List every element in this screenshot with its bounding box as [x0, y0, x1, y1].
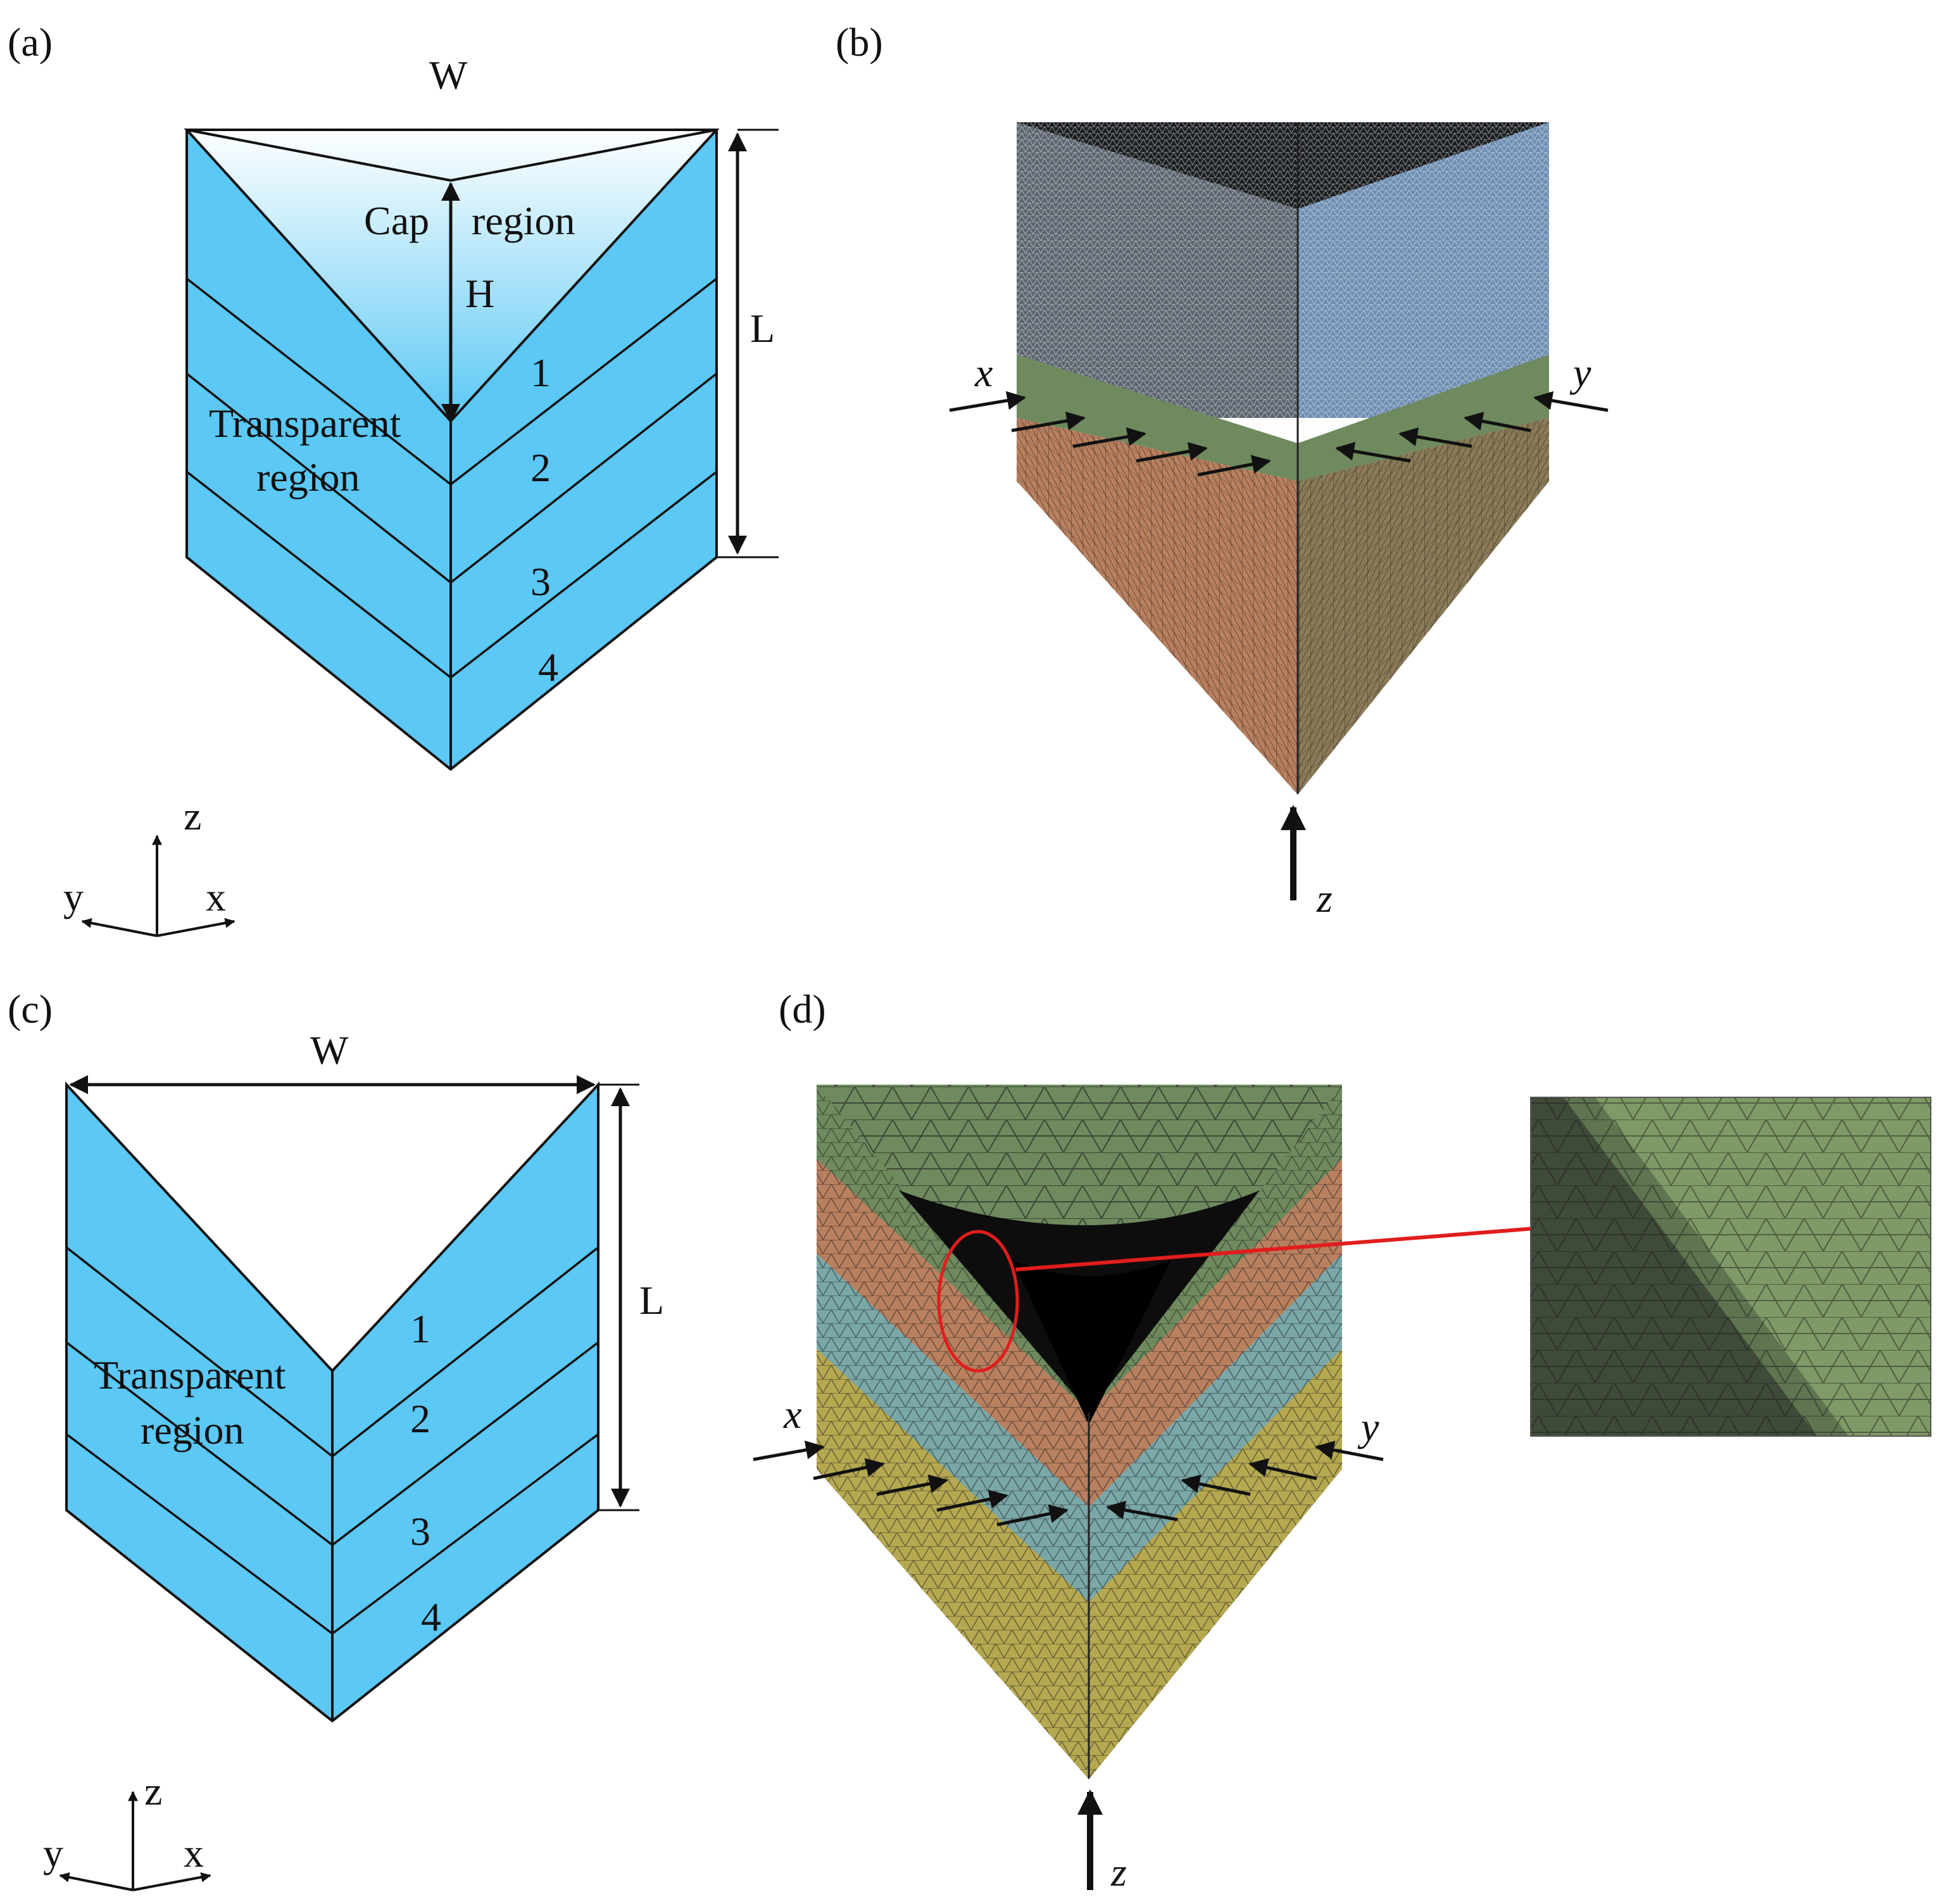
panel-c-layer-2: 2 — [410, 1396, 430, 1441]
panel-d-highlight-ellipse — [937, 1230, 1019, 1373]
panel-a-cap-label-2: region — [472, 198, 575, 243]
panel-a-width-label: W — [429, 53, 468, 98]
panel-b-y-label: y — [1569, 350, 1591, 395]
panel-a-layer-lines — [185, 277, 718, 679]
panel-c-region-label-1: Transparent — [94, 1352, 286, 1397]
panel-a-layer-1: 1 — [530, 350, 551, 395]
panel-c-layer-3: 3 — [410, 1509, 430, 1554]
panel-c-region-label-2: region — [141, 1408, 244, 1453]
panel-c-width-label: W — [310, 1028, 349, 1073]
panel-a-region-label-2: region — [256, 455, 360, 500]
panel-b-mesh — [1017, 122, 1549, 795]
panel-c-layer-4: 4 — [421, 1594, 441, 1639]
panel-c-axis-x: x — [184, 1831, 204, 1876]
panel-b: (b) — [836, 20, 1609, 921]
panel-a-layer-3: 3 — [530, 559, 551, 604]
panel-a-layer-2: 2 — [530, 445, 551, 490]
panel-a-axis-y: y — [63, 874, 84, 919]
panel-c-axis-z: z — [144, 1768, 162, 1813]
panel-b-z-label: z — [1316, 876, 1333, 921]
panel-d-force-arrows — [753, 1441, 1384, 1527]
panel-c-layer-lines — [65, 1246, 599, 1636]
panel-c-length-label: L — [639, 1278, 664, 1323]
panel-d: (d) — [753, 987, 1931, 1895]
panel-a-cap-label-1: Cap — [364, 198, 429, 243]
panel-a-layer-4: 4 — [538, 645, 558, 690]
panel-c-tag: (c) — [8, 987, 53, 1031]
panel-d-zoom-frame — [1530, 1097, 1931, 1437]
panel-a-cap-top-edge-left — [186, 129, 451, 182]
panel-c-axis-y: y — [43, 1831, 63, 1876]
panel-b-force-arrows — [949, 391, 1609, 477]
panel-a-axes: z y x — [63, 793, 235, 937]
panel-a-length-label: L — [750, 306, 775, 351]
panel-a-cap-top-edge-right — [450, 129, 717, 182]
panel-d-mesh — [817, 1085, 1342, 1779]
panel-b-x-label: x — [974, 350, 993, 395]
panel-a-tag: (a) — [8, 20, 53, 65]
panel-d-z-label: z — [1110, 1850, 1127, 1895]
panel-a-region-label-1: Transparent — [209, 401, 401, 446]
panel-c-layer-1: 1 — [410, 1306, 430, 1351]
panel-d-y-label: y — [1357, 1404, 1379, 1449]
panel-d-tag: (d) — [779, 987, 826, 1031]
panel-d-x-label: x — [783, 1392, 801, 1437]
panel-c: (c) W L Transparent region 1 2 3 4 z y x — [8, 987, 664, 1891]
panel-a: (a) W L H Cap region Transparent region … — [8, 20, 779, 937]
panel-b-tag: (b) — [836, 20, 883, 65]
panel-d-zoom-inset — [1531, 1097, 1931, 1436]
panel-a-height-label: H — [465, 271, 494, 316]
panel-a-axis-x: x — [206, 874, 226, 919]
panel-c-axes: z y x — [43, 1768, 211, 1891]
panel-a-axis-z: z — [184, 793, 201, 838]
